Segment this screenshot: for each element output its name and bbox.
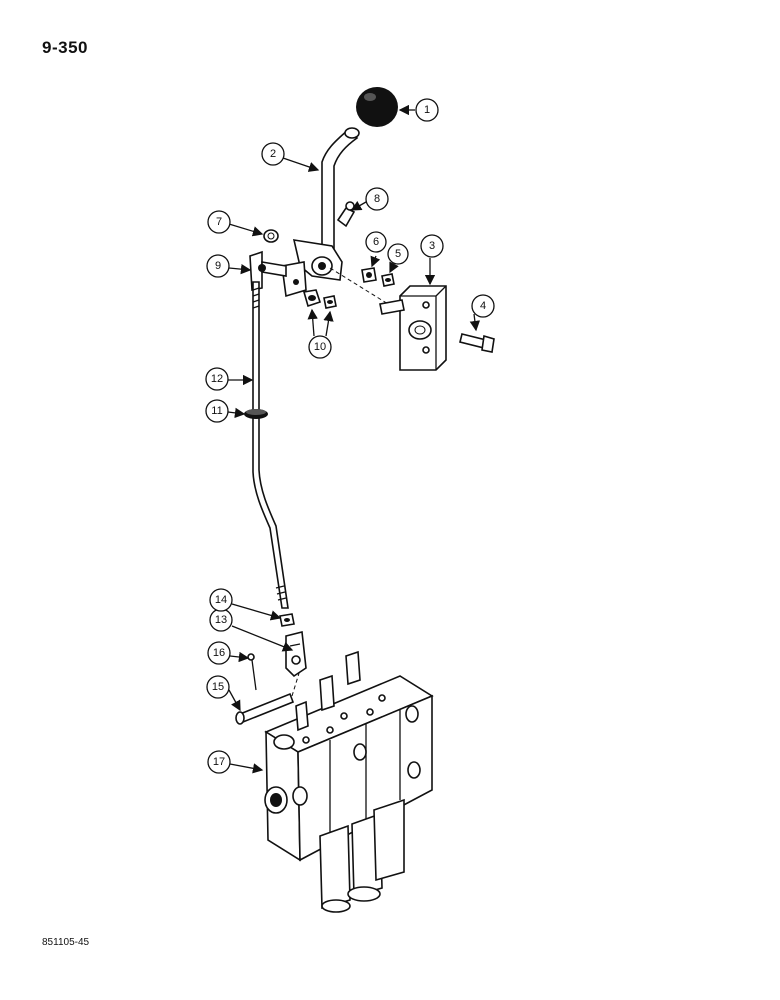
svg-text:4: 4 — [480, 300, 486, 312]
svg-text:16: 16 — [213, 647, 225, 659]
svg-text:11: 11 — [211, 405, 222, 417]
reference-code: 851105-45 — [42, 937, 90, 948]
control-lever — [321, 127, 360, 251]
callout-7: 7 — [207, 210, 231, 234]
control-knob — [356, 87, 398, 127]
svg-text:15: 15 — [212, 681, 224, 693]
svg-text:12: 12 — [211, 373, 223, 385]
small-nuts — [361, 267, 395, 287]
cap-screw — [459, 333, 495, 353]
svg-text:7: 7 — [216, 216, 222, 228]
svg-text:5: 5 — [395, 248, 401, 260]
retaining-ring — [263, 229, 279, 243]
clevis-pin-long — [235, 669, 301, 725]
callout-9: 9 — [206, 254, 230, 278]
callout-17: 17 — [207, 750, 231, 774]
callout-4: 4 — [471, 294, 495, 318]
callout-10: 10 — [308, 335, 332, 359]
svg-text:10: 10 — [314, 341, 326, 353]
callout-8: 8 — [365, 187, 389, 211]
callout-1: 1 — [415, 98, 439, 122]
svg-text:8: 8 — [374, 193, 380, 205]
callout-5: 5 — [387, 243, 409, 265]
callout-11: 11 — [205, 399, 229, 423]
svg-text:13: 13 — [215, 614, 227, 626]
callout-2: 2 — [261, 142, 285, 166]
leader-lines — [227, 104, 481, 774]
page-number: 9-350 — [42, 38, 88, 57]
lever-pivot-block — [281, 239, 431, 331]
rod-clevis — [285, 631, 307, 678]
clevis-pin — [249, 250, 287, 291]
mounting-plate — [379, 285, 447, 371]
callout-15: 15 — [206, 675, 230, 699]
callout-12: 12 — [205, 367, 229, 391]
svg-text:14: 14 — [215, 594, 227, 606]
callout-13: 13 — [209, 608, 233, 632]
callout-3: 3 — [420, 234, 444, 258]
svg-text:9: 9 — [215, 260, 221, 272]
control-rod — [252, 281, 289, 609]
svg-text:1: 1 — [424, 104, 430, 116]
control-valve — [264, 650, 434, 913]
grease-fitting — [336, 201, 356, 228]
rod-grommet — [244, 409, 268, 419]
svg-text:17: 17 — [213, 756, 225, 768]
svg-text:2: 2 — [270, 148, 276, 160]
jam-nut — [279, 613, 295, 627]
callout-14: 14 — [209, 588, 233, 612]
callout-6: 6 — [365, 231, 387, 253]
cotter-pin — [247, 653, 257, 691]
nuts-pair — [302, 289, 337, 309]
svg-text:6: 6 — [373, 236, 379, 248]
svg-text:3: 3 — [429, 240, 435, 252]
callout-16: 16 — [207, 641, 231, 665]
